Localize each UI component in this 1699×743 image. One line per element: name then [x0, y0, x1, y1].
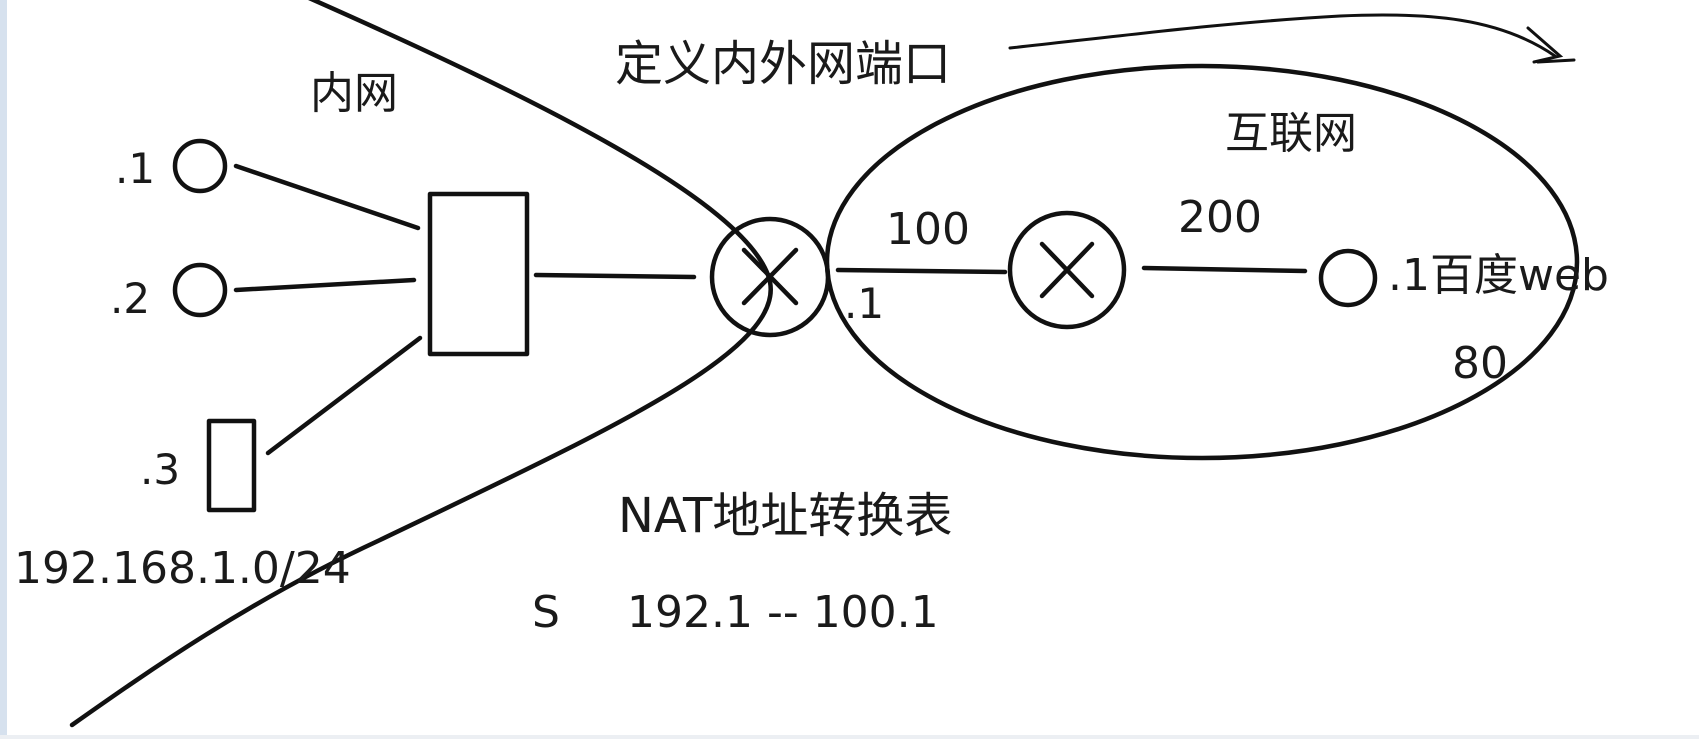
- link-router-isp: [835, 267, 1008, 275]
- link-host2-switch: [233, 277, 417, 293]
- nat-table-title: NAT地址转换表: [618, 488, 952, 544]
- intranet-boundary-curve: [69, 0, 773, 728]
- nat-router-node: [709, 216, 831, 338]
- link-isp-server: [1141, 265, 1308, 274]
- window-left-edge: [0, 0, 7, 739]
- isp-router-cross-b: [1039, 241, 1095, 299]
- define-ports-label: 定义内外网端口: [615, 36, 951, 92]
- host-3-label: .3: [140, 445, 180, 494]
- host-3-node: [206, 418, 257, 513]
- nat-row-mapping: 192.1 -- 100.1: [627, 587, 939, 638]
- host-2-label: .2: [110, 274, 150, 323]
- router-port-label: .1: [844, 279, 884, 328]
- link-200-label: 200: [1178, 192, 1262, 243]
- arrow-line: [1008, 13, 1557, 58]
- web-server-label: .1百度web: [1388, 250, 1609, 301]
- server-port-label: 80: [1452, 338, 1508, 389]
- subnet-label: 192.168.1.0/24: [14, 543, 351, 594]
- link-host3-switch: [265, 335, 423, 456]
- isp-router-node: [1007, 210, 1127, 330]
- link-100-label: 100: [886, 204, 970, 255]
- intranet-label: 内网: [310, 68, 398, 119]
- host-2-node: [172, 262, 228, 318]
- nat-row-type: S: [532, 587, 560, 638]
- link-host1-switch: [233, 163, 421, 231]
- link-switch-router: [533, 272, 697, 280]
- window-bottom-edge: [0, 735, 1699, 739]
- web-server-node: [1318, 248, 1378, 308]
- host-1-label: .1: [115, 144, 155, 193]
- switch-box: [427, 191, 530, 357]
- arrow-head: [1526, 26, 1576, 64]
- host-1-node: [172, 138, 228, 194]
- internet-label: 互联网: [1225, 108, 1357, 159]
- nat-router-cross-b: [741, 247, 799, 306]
